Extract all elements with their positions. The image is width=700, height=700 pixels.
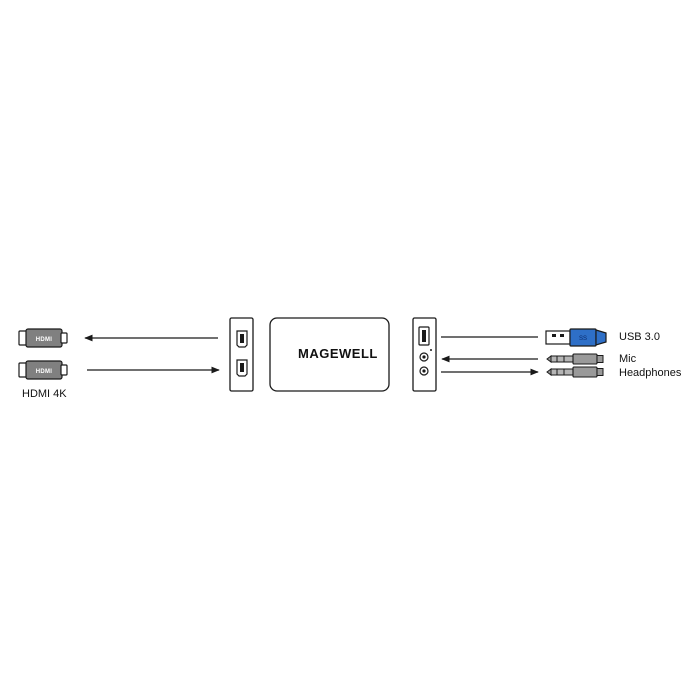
mic-plug-icon (546, 353, 604, 365)
hdmi-output-plug-icon: HDMI (18, 328, 68, 348)
headphone-plug-icon (546, 366, 604, 378)
mic-label: Mic (619, 353, 637, 365)
hdmi-in-port-icon (236, 359, 248, 377)
hdmi-input-plug-icon: HDMI (18, 360, 68, 380)
brand-logo: MAGEWELL (298, 346, 378, 361)
hdmi-label: HDMI 4K (22, 388, 67, 400)
mic-jack-icon (419, 352, 429, 362)
usb-port-icon (418, 326, 430, 346)
hdmi-port-panel (229, 317, 254, 392)
usb-plug-icon: SS (545, 328, 607, 347)
hdmi-logo-mark: HDMI (36, 337, 53, 343)
usb-label: USB 3.0 (619, 331, 660, 343)
headphones-label: Headphones (619, 367, 682, 379)
io-port-panel (412, 317, 437, 392)
hdmi-out-port-icon (236, 330, 248, 348)
status-led-icon (430, 349, 432, 351)
hdmi-logo-mark: HDMI (36, 369, 53, 375)
superspeed-mark: SS (579, 336, 587, 342)
device-body (269, 317, 390, 392)
headphone-jack-icon (419, 366, 429, 376)
